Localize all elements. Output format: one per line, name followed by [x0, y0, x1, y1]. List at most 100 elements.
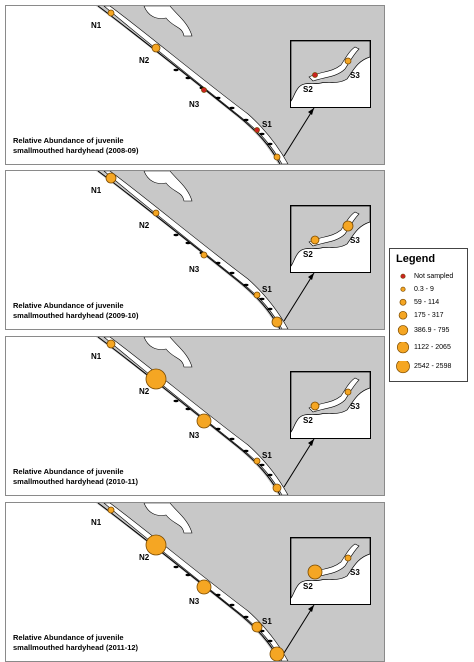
legend-label: 386.9 - 795: [414, 327, 450, 334]
island: [259, 463, 265, 467]
island: [215, 593, 221, 597]
site-marker-s3: [344, 388, 352, 396]
coastal-lagoon: [103, 337, 289, 495]
site-marker-n1: [105, 172, 117, 184]
legend-label: 175 - 317: [414, 312, 444, 319]
inset-svg: [291, 538, 370, 599]
coastline: [97, 6, 281, 164]
sea-area: [6, 6, 278, 164]
map-svg: [6, 6, 315, 164]
panel-title-line2: smallmouthed hardyhead (2010-11): [13, 477, 139, 486]
inset-svg: [291, 41, 370, 102]
site-marker-n3: [201, 87, 207, 93]
site-label-s3: S3: [350, 568, 360, 577]
island: [215, 427, 221, 431]
site-marker-n3: [196, 413, 212, 429]
legend-symbol: [396, 361, 410, 374]
arrow-head: [308, 108, 314, 115]
site-marker-n2: [145, 534, 167, 556]
map-svg: [6, 503, 315, 661]
island: [229, 106, 235, 110]
arrow-head: [308, 439, 314, 446]
lake-shore: [143, 6, 193, 37]
site-marker-s1b: [272, 483, 282, 493]
island: [173, 68, 179, 72]
coastal-lagoon: [103, 171, 289, 329]
site-label-n3: N3: [189, 100, 200, 109]
legend-symbol: [400, 286, 406, 292]
legend-label: 59 - 114: [414, 299, 440, 306]
site-marker-s2: [307, 564, 323, 580]
site-marker-s3: [344, 554, 352, 562]
site-label-s1: S1: [262, 617, 272, 626]
site-label-n3: N3: [189, 431, 200, 440]
site-label-n1: N1: [91, 518, 102, 527]
island: [243, 449, 249, 453]
legend-circle: [400, 273, 406, 279]
island: [185, 241, 191, 245]
island: [229, 603, 235, 607]
site-marker-n2: [145, 368, 167, 390]
site-label-n1: N1: [91, 186, 102, 195]
site-marker-s2: [310, 401, 320, 411]
legend-circle: [396, 361, 410, 374]
lake-shore: [143, 503, 193, 534]
site-marker-s1: [253, 457, 261, 465]
coastline: [97, 503, 281, 661]
sea-area: [6, 503, 278, 661]
site-label-s3: S3: [350, 71, 360, 80]
site-label-s3: S3: [350, 236, 360, 245]
island: [229, 271, 235, 275]
coastline: [97, 171, 281, 329]
site-label-s2: S2: [303, 416, 313, 425]
arrow-head: [308, 273, 314, 280]
site-label-s1: S1: [262, 120, 272, 129]
legend-label: 1122 - 2065: [414, 344, 451, 351]
arrow-head: [308, 605, 314, 612]
site-marker-s1b: [271, 316, 283, 328]
island: [229, 437, 235, 441]
legend-circle: [397, 325, 409, 336]
inset-map: S2 S3: [290, 40, 371, 108]
legend-label: 0.3 - 9: [414, 286, 434, 293]
coastal-lagoon: [103, 6, 289, 164]
site-marker-s1: [253, 291, 261, 299]
legend-symbol: [396, 342, 410, 354]
lake-shore: [143, 337, 193, 368]
site-marker-n1: [107, 9, 115, 17]
island: [215, 96, 221, 100]
map-svg: [6, 171, 315, 329]
legend-circle: [396, 342, 410, 354]
site-label-n2: N2: [139, 553, 150, 562]
island: [267, 473, 273, 477]
coastal-lagoon: [103, 503, 289, 661]
site-label-s1: S1: [262, 451, 272, 460]
site-label-s2: S2: [303, 85, 313, 94]
legend-circle: [398, 310, 408, 320]
site-label-n2: N2: [139, 56, 150, 65]
island: [259, 297, 265, 301]
site-label-s3: S3: [350, 402, 360, 411]
site-marker-s3: [344, 57, 352, 65]
site-marker-s1b: [269, 646, 285, 661]
legend-circle: [400, 286, 406, 292]
panel-title-line1: Relative Abundance of juvenile: [13, 633, 124, 642]
site-marker-n1: [106, 339, 116, 349]
site-marker-s3: [342, 220, 354, 232]
site-marker-s1: [251, 621, 263, 633]
island: [173, 233, 179, 237]
island: [259, 132, 265, 136]
legend-circle: [399, 298, 407, 306]
site-marker-n2: [152, 209, 160, 217]
panel-title-line1: Relative Abundance of juvenile: [13, 301, 124, 310]
site-marker-n3: [200, 251, 208, 259]
site-marker-s2: [310, 235, 320, 245]
